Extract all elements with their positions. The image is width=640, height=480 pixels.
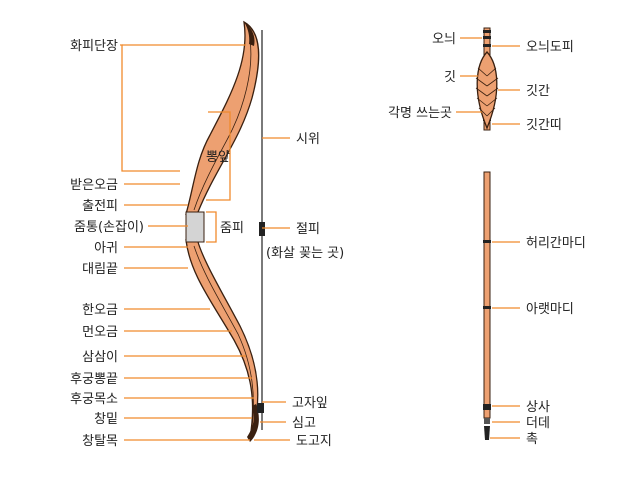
label-gitgan: 깃간 xyxy=(526,84,550,99)
label-changmit: 창밑 xyxy=(94,412,118,427)
shaft xyxy=(483,171,491,419)
label-samsami: 삼삼이 xyxy=(82,350,118,365)
bow-upper-limb xyxy=(185,20,260,215)
label-nock-note: (화살 꽂는 곳) xyxy=(266,246,344,261)
arrow-shaft: 허리간마디 아랫마디 상사 더데 촉 xyxy=(483,171,586,447)
label-daerim-kkeut: 대림끝 xyxy=(82,262,118,277)
label-ppong-ap: 뽕앞 xyxy=(206,150,230,165)
label-gakmyeong-area: 각명 쓰는곳 xyxy=(388,106,452,121)
label-gojaip: 고자잎 xyxy=(292,396,328,411)
label-jeolpi: 절피 xyxy=(296,222,320,237)
label-oneui: 오늬 xyxy=(432,32,456,47)
bow-lower-limb xyxy=(185,239,259,439)
label-meon-ogeum: 먼오금 xyxy=(82,325,118,340)
bow-lower-limb-inner-line xyxy=(193,245,254,429)
label-hugung-mokso: 후궁목소 xyxy=(70,392,118,407)
bow-upper-limb-inner-line xyxy=(193,39,252,211)
label-chok: 촉 xyxy=(526,432,538,447)
label-changtalmok: 창탈목 xyxy=(82,434,118,449)
label-sangsa: 상사 xyxy=(526,400,550,415)
label-gitgan-tti: 깃간띠 xyxy=(526,118,562,133)
label-heorigan-madi: 허리간마디 xyxy=(526,236,586,251)
label-chuljeonpi: 출전피 xyxy=(82,199,118,214)
bow-labels: 화피단장 받은오금 출전피 줌통(손잡이) 아귀 대림끝 한오금 먼오금 삼삼이… xyxy=(70,39,344,449)
bow-grip xyxy=(185,211,205,243)
bow-upper-tip xyxy=(244,22,255,46)
label-hugung-ppong-kkeut: 후궁뽕끝 xyxy=(70,372,118,387)
feather xyxy=(476,51,498,130)
shaft-node-waist xyxy=(483,240,491,243)
arrow-fletching: 오늬 깃 각명 쓰는곳 오늬도피 깃간 깃간띠 xyxy=(388,27,574,133)
bow xyxy=(185,20,265,442)
label-han-ogeum: 한오금 xyxy=(82,303,118,318)
shaft-deode xyxy=(484,418,490,424)
label-git: 깃 xyxy=(444,70,456,85)
shaft-sangsa xyxy=(483,404,491,410)
shaft-node-lower xyxy=(483,306,491,309)
label-oneui-dopi: 오늬도피 xyxy=(526,40,574,55)
label-jumpi: 줌피 xyxy=(220,221,244,236)
feather-barbs xyxy=(475,67,499,117)
nock-point-marker xyxy=(259,222,265,236)
label-agwi: 아귀 xyxy=(94,241,118,256)
label-simgo: 심고 xyxy=(292,416,316,431)
label-siwi-bowstring: 시위 xyxy=(296,132,320,147)
arrowhead-chok xyxy=(484,426,490,440)
label-deode: 더데 xyxy=(526,416,550,431)
bow-string-knot xyxy=(257,403,264,413)
label-araet-madi: 아랫마디 xyxy=(526,302,574,317)
label-hwapi-danjang: 화피단장 xyxy=(70,39,118,54)
label-dogoji: 도고지 xyxy=(296,434,332,449)
bow-leader-lines xyxy=(120,44,290,441)
label-badeun-ogeum: 받은오금 xyxy=(70,178,118,193)
label-jumtong-grip: 줌통(손잡이) xyxy=(74,220,144,235)
bow-lower-tip xyxy=(247,404,259,442)
